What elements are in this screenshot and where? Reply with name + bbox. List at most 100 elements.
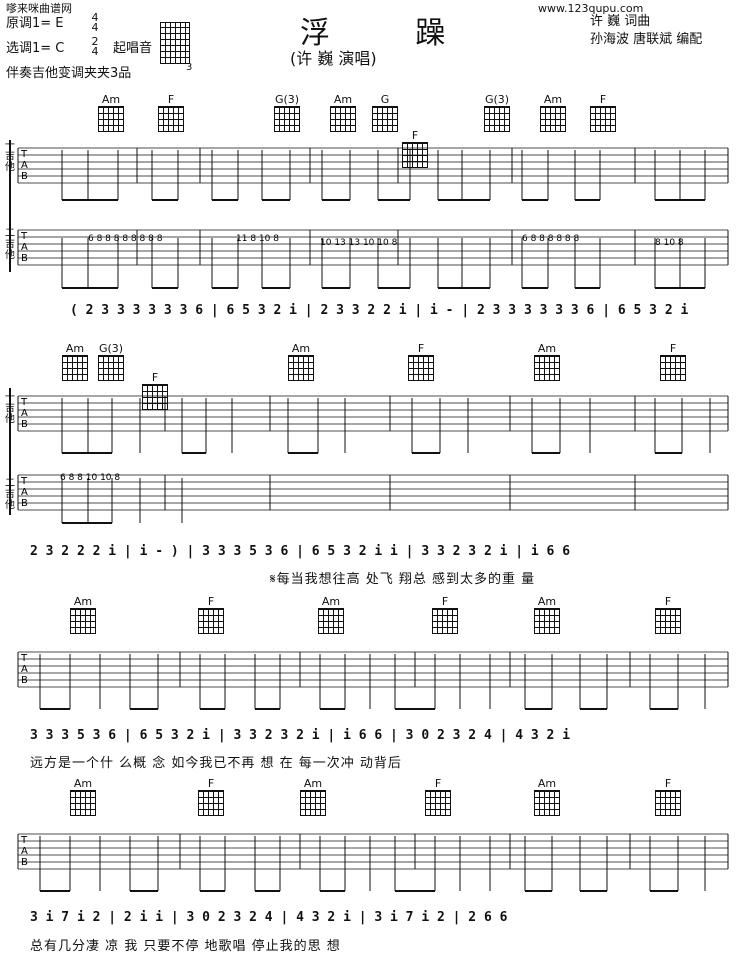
chord-name: G(3)	[274, 93, 300, 106]
chord-name: Am	[321, 595, 341, 608]
chord-name: Am	[73, 777, 93, 790]
chord-diagram-g3: G(3)	[98, 343, 124, 381]
chord-name: F	[599, 93, 607, 106]
site-label: 嗲来咪曲谱网	[6, 2, 72, 15]
numbered-notation-row2: 2 3 2 2 2 i | i - ) | 3 3 3 5 3 6 | 6 5 …	[30, 544, 571, 559]
chord-grid	[62, 355, 88, 381]
chord-grid	[402, 142, 428, 168]
tab-fret-numbers: 6 8 8 8 8 8 8	[522, 234, 580, 244]
numbered-notation-row3: 3 3 3 5 3 6 | 6 5 3 2 i | 3 3 2 3 2 i | …	[30, 728, 571, 743]
chord-grid	[655, 608, 681, 634]
chord-name: G(3)	[484, 93, 510, 106]
chord-grid	[534, 355, 560, 381]
chord-name: F	[434, 777, 442, 790]
guitar1-label: 一吉他	[5, 140, 15, 173]
chord-diagram-am: Am	[318, 596, 344, 634]
tab-fret-numbers: 11 8 10 8	[236, 234, 279, 244]
chord-diagram-am: Am	[540, 94, 566, 132]
chord-name: Am	[101, 93, 121, 106]
tab-clef-letter: B	[21, 675, 28, 686]
chord-diagram-f: F	[408, 343, 434, 381]
tab-clef-letter: B	[21, 857, 28, 868]
chord-grid	[288, 355, 314, 381]
chord-name: F	[417, 342, 425, 355]
capo-note: 伴奏吉他变调夹夹3品	[6, 66, 132, 81]
singer: (许 巍 演唱)	[290, 49, 377, 68]
chord-grid	[142, 384, 168, 410]
chord-grid	[655, 790, 681, 816]
chord-name: Am	[73, 595, 93, 608]
chord-diagram-f: F	[432, 596, 458, 634]
chord-diagram-g3: G(3)	[274, 94, 300, 132]
chord-grid	[534, 790, 560, 816]
chord-diagram-am: Am	[534, 343, 560, 381]
chord-grid	[484, 106, 510, 132]
chord-diagram-f: F	[198, 778, 224, 816]
tab-clef-letter: A	[21, 242, 28, 253]
chosen-key: 选调1= C	[6, 41, 65, 56]
chord-name: Am	[291, 342, 311, 355]
chord-name: F	[167, 93, 175, 106]
tab-clef-letter: B	[21, 419, 28, 430]
chord-grid	[432, 608, 458, 634]
chord-diagram-am: Am	[98, 94, 124, 132]
guitar1-label-row2: 一吉他	[5, 392, 15, 425]
chord-name: Am	[537, 342, 557, 355]
tab-clef-letter: T	[20, 149, 28, 160]
chord-grid	[534, 608, 560, 634]
chord-diagram-f: F	[655, 596, 681, 634]
start-fret-number: 3	[186, 62, 193, 73]
guitar2-label: 二吉他	[5, 228, 15, 261]
chord-diagram-am: Am	[62, 343, 88, 381]
chord-diagram-am: Am	[70, 778, 96, 816]
chord-grid	[408, 355, 434, 381]
tab-clef-letter: B	[21, 498, 28, 509]
chord-grid	[318, 608, 344, 634]
tab-fret-numbers: 10 13 13 10 10 8	[320, 238, 398, 248]
chord-diagram-am: Am	[330, 94, 356, 132]
chord-name: Am	[543, 93, 563, 106]
tab-clef-letter: T	[20, 835, 28, 846]
chord-diagram-f: F	[425, 778, 451, 816]
tab-fret-numbers: 8 10 8	[655, 238, 684, 248]
chord-diagram-am: Am	[70, 596, 96, 634]
chord-name: G(3)	[98, 342, 124, 355]
chord-grid	[330, 106, 356, 132]
chord-grid	[590, 106, 616, 132]
chord-diagram-f: F	[590, 94, 616, 132]
tab-clef-letter: A	[21, 160, 28, 171]
chord-grid	[70, 608, 96, 634]
chord-grid	[300, 790, 326, 816]
start-pitch-label: 起唱音	[113, 41, 153, 56]
numbered-notation-row1: ( 2 3 3 3 3 3 3 6 | 6 5 3 2 i | 2 3 3 2 …	[70, 303, 689, 318]
tab-clef-letter: A	[21, 846, 28, 857]
lyrics-row3: 远方是一个什 么概 念 如今我已不再 想 在 每一次冲 动背后	[30, 756, 402, 771]
tab-clef-letter: B	[21, 171, 28, 182]
credit-lyrics: 许 巍 词曲	[590, 14, 651, 29]
tab-clef-letter: A	[21, 487, 28, 498]
chord-name: G	[380, 93, 390, 106]
site-url: www.123qupu.com	[538, 2, 644, 15]
chord-grid	[98, 355, 124, 381]
chord-diagram-f: F	[402, 130, 428, 168]
chord-grid	[372, 106, 398, 132]
tab-clef-letter: T	[20, 653, 28, 664]
chord-name: Am	[65, 342, 85, 355]
chord-diagram-f: F	[655, 778, 681, 816]
chord-diagram-f: F	[158, 94, 184, 132]
chord-name: Am	[537, 777, 557, 790]
chord-name: F	[411, 129, 419, 142]
chord-diagram-g3: G(3)	[484, 94, 510, 132]
chord-grid	[158, 106, 184, 132]
start-pitch-chord-box	[160, 22, 190, 64]
chord-diagram-am: Am	[300, 778, 326, 816]
numbered-notation-row4: 3 i 7 i 2 | 2 i i | 3 0 2 3 2 4 | 4 3 2 …	[30, 910, 508, 925]
song-title: 浮 躁	[300, 16, 484, 51]
tab-clef-letter: A	[21, 664, 28, 675]
chord-name: F	[207, 595, 215, 608]
chord-grid	[660, 355, 686, 381]
chord-grid	[198, 608, 224, 634]
